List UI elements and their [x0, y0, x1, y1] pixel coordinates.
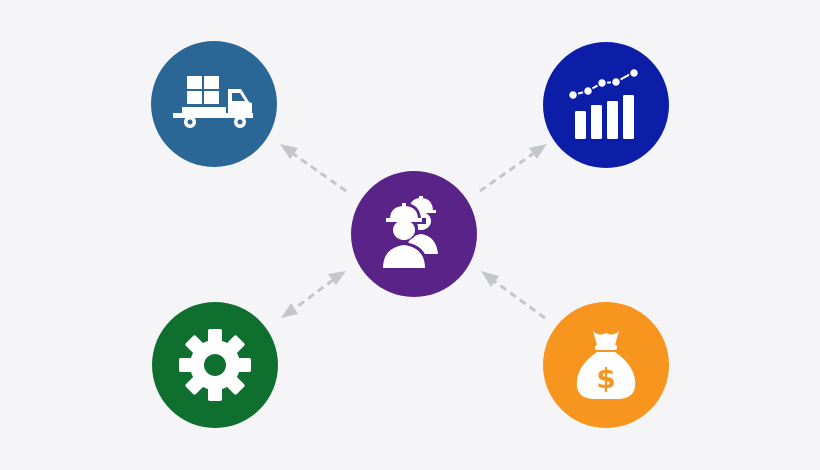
growth-chart-node: [543, 42, 669, 168]
settings-node: [152, 302, 278, 428]
connector-money-to-center: [481, 271, 546, 320]
connector-center-to-truck: [280, 144, 347, 193]
growth-bar-chart-icon: [568, 69, 640, 139]
money-bag-icon: $: [576, 331, 636, 399]
connector-center-to-gear: [281, 271, 346, 318]
workers-center-node: [351, 171, 477, 297]
workers-hardhat-icon: [380, 196, 438, 268]
svg-text:$: $: [596, 362, 615, 395]
connector-center-to-growth: [479, 144, 547, 193]
delivery-truck-icon: [173, 76, 253, 128]
money-node: $: [543, 302, 669, 428]
gear-icon: [179, 329, 251, 401]
truck-node: [151, 41, 277, 167]
